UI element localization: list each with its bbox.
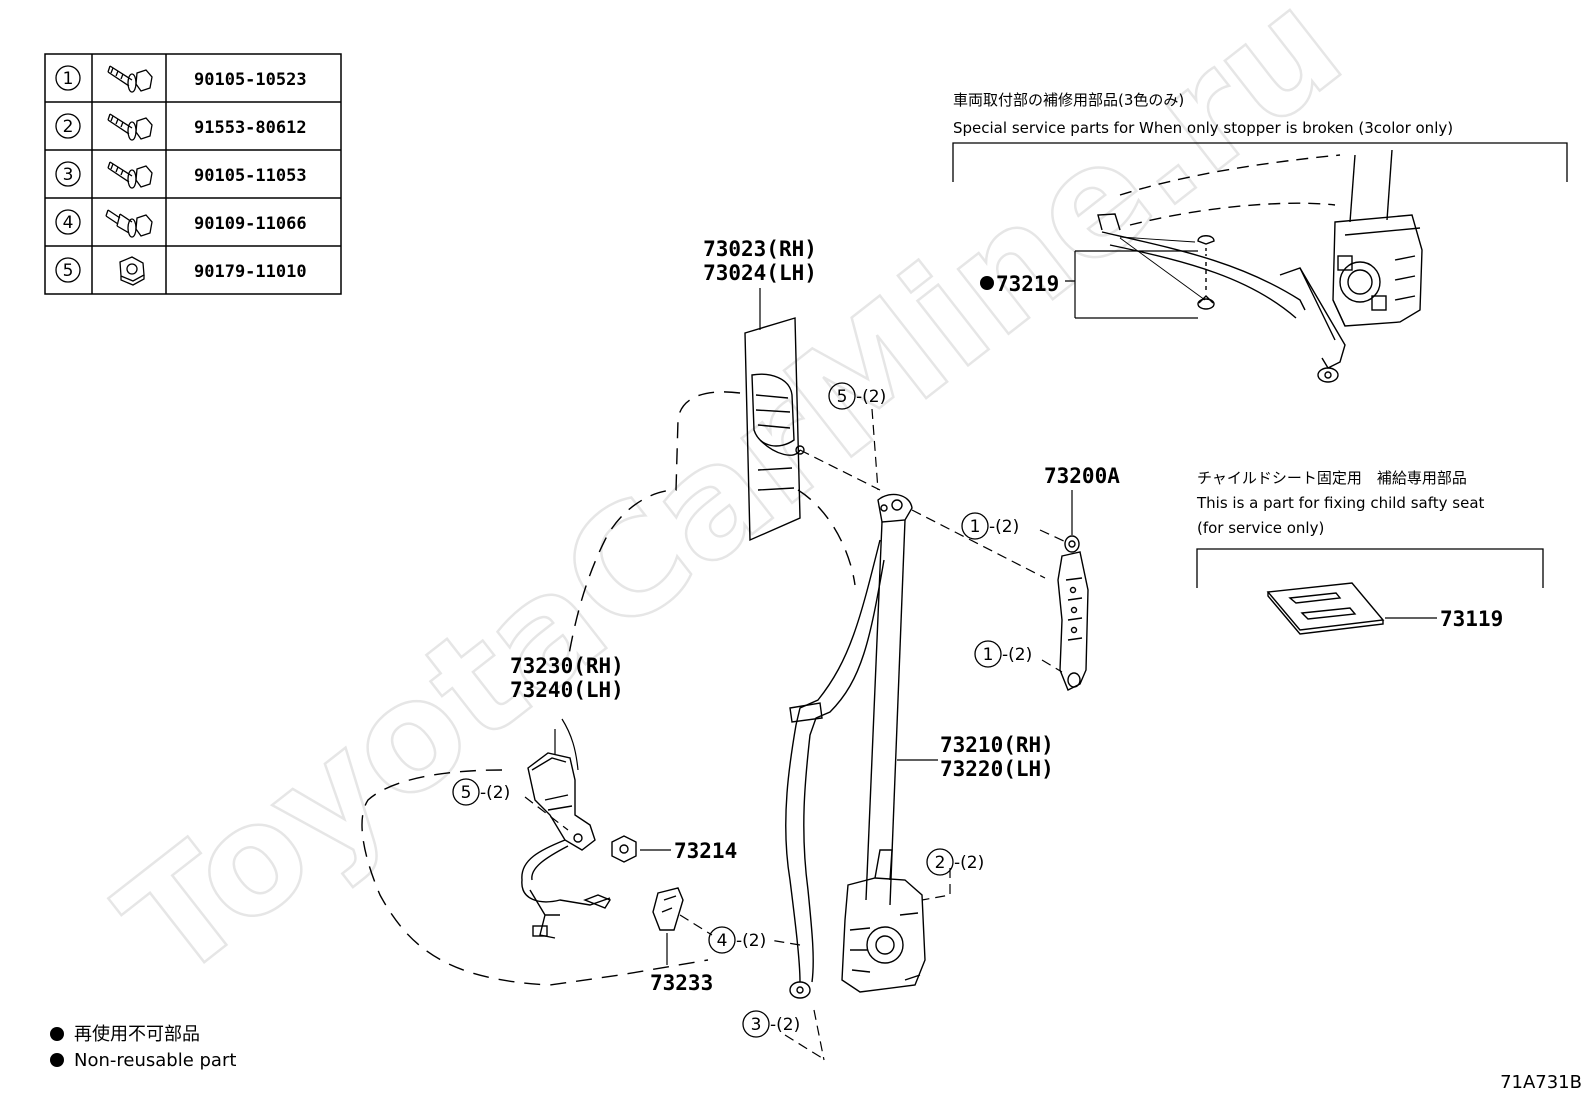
ref-number: 5 — [63, 261, 74, 281]
hex-flange-bolt-icon — [107, 65, 153, 93]
ref-number: 4 — [717, 931, 728, 951]
figure-id: 71A731B — [1500, 1072, 1582, 1093]
ref-number: 1 — [983, 645, 994, 665]
nut-73214-illustration — [611, 835, 637, 863]
legend-label-en: Non-reusable part — [74, 1050, 236, 1071]
seat-outline — [361, 391, 856, 986]
non-reusable-dot-icon — [980, 276, 994, 290]
child-note-en-2: (for service only) — [1197, 519, 1324, 537]
callout-2-retractor: 2 -(2) — [926, 848, 984, 876]
part-label-73200A: 73200A — [1044, 464, 1120, 488]
fastener-leaders — [524, 408, 1067, 1061]
callout-5-top: 5 -(2) — [828, 382, 886, 410]
legend-label-jp: 再使用不可部品 — [74, 1024, 200, 1045]
part-label-73240: 73240(LH) — [510, 678, 624, 702]
service-note-en: Special service parts for When only stop… — [953, 119, 1453, 137]
service-parts-note: 車両取付部の補修用部品(3色のみ) Special service parts … — [952, 91, 1568, 182]
non-reusable-dot-icon — [50, 1027, 64, 1041]
fastener-table — [44, 53, 342, 295]
quantity: -(2) — [736, 931, 766, 951]
table-row: 3 90105-11053 — [55, 161, 307, 189]
part-number: 91553-80612 — [194, 118, 307, 138]
callout-3-floor: 3 -(2) — [742, 1010, 800, 1038]
part-label-73024: 73024(LH) — [703, 261, 817, 285]
part-label-73230: 73230(RH) — [510, 654, 624, 678]
seat-belt-assembly-illustration — [785, 493, 926, 999]
quantity: -(2) — [770, 1015, 800, 1035]
part-label-73220: 73220(LH) — [940, 757, 1054, 781]
part-label-73219: 73219 — [996, 272, 1059, 296]
ref-number: 4 — [63, 213, 74, 233]
child-seat-note: チャイルドシート固定用 補給専用部品 This is a part for fi… — [1196, 469, 1544, 635]
pillar-trim-illustration — [744, 317, 805, 542]
cover-73233-illustration — [652, 887, 684, 931]
part-number: 90179-11010 — [194, 262, 307, 282]
shoulder-bolt-icon — [105, 209, 153, 238]
ref-number: 1 — [63, 69, 74, 89]
ref-number: 3 — [751, 1015, 762, 1035]
quantity: -(2) — [480, 783, 510, 803]
part-label-73233: 73233 — [650, 971, 713, 995]
buckle-illustration — [521, 752, 612, 939]
quantity: -(2) — [856, 387, 886, 407]
callout-1-upper: 1 -(2) — [961, 512, 1019, 540]
non-reusable-dot-icon — [50, 1053, 64, 1067]
part-number: 90109-11066 — [194, 214, 307, 234]
height-adjuster-illustration — [1057, 535, 1089, 691]
hex-nut-icon — [119, 256, 145, 286]
child-note-jp: チャイルドシート固定用 補給専用部品 — [1197, 469, 1467, 487]
part-label-73023: 73023(RH) — [703, 237, 817, 261]
ref-number: 5 — [461, 783, 472, 803]
quantity: -(2) — [1002, 645, 1032, 665]
ref-number: 2 — [63, 117, 74, 137]
child-note-en: This is a part for fixing child safty se… — [1196, 494, 1485, 512]
table-row: 5 90179-11010 — [55, 256, 307, 286]
ref-number: 2 — [935, 853, 946, 873]
part-number: 90105-11053 — [194, 166, 307, 186]
part-label-73210: 73210(RH) — [940, 733, 1054, 757]
ref-number: 5 — [837, 387, 848, 407]
part-number: 90105-10523 — [194, 70, 307, 90]
hex-flange-bolt-icon — [107, 161, 153, 189]
legend: 再使用不可部品 Non-reusable part — [50, 1024, 236, 1071]
callout-5-buckle: 5 -(2) — [452, 778, 510, 806]
ref-number: 3 — [63, 165, 74, 185]
service-note-jp: 車両取付部の補修用部品(3色のみ) — [953, 91, 1184, 109]
child-seat-plate-illustration — [1266, 582, 1385, 635]
part-label-73214: 73214 — [674, 839, 737, 863]
table-row: 2 91553-80612 — [55, 113, 307, 141]
hex-flange-bolt-icon — [107, 113, 153, 141]
quantity: -(2) — [989, 517, 1019, 537]
callout-73219: 73219 — [980, 250, 1198, 319]
part-label-73119: 73119 — [1440, 607, 1503, 631]
retractor-stopper-illustration — [1097, 149, 1423, 383]
quantity: -(2) — [954, 853, 984, 873]
ref-number: 1 — [970, 517, 981, 537]
callout-1-lower: 1 -(2) — [974, 640, 1032, 668]
callout-4-anchor: 4 -(2) — [708, 926, 766, 954]
table-row: 4 90109-11066 — [55, 209, 307, 238]
table-row: 1 90105-10523 — [55, 65, 307, 93]
